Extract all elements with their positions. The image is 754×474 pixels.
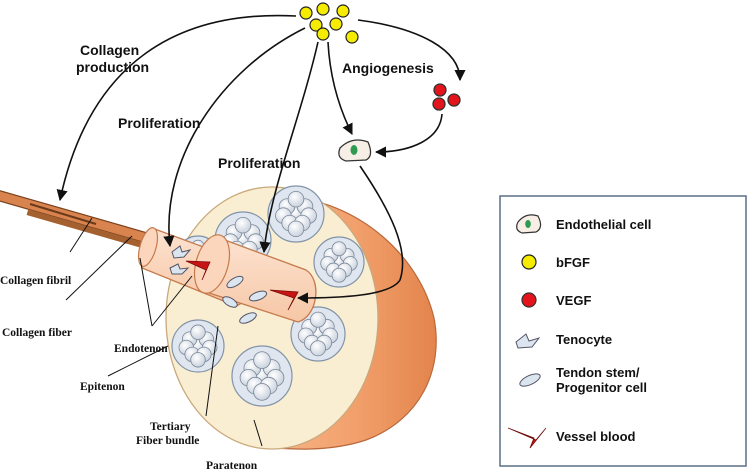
label-epitenon: Epitenon — [80, 381, 125, 393]
legend-tenocyte: Tenocyte — [556, 332, 612, 347]
legend-endothelial-cell: Endothelial cell — [556, 217, 651, 232]
collagen-fibril-core — [26, 209, 154, 251]
legend-box — [499, 195, 747, 467]
arrow-to-endothelial — [327, 41, 353, 136]
fiber-circle — [253, 351, 271, 369]
legend-tendon-stem-line2: Progenitor cell — [556, 380, 647, 395]
vegf-cluster — [432, 83, 461, 111]
arrow-proliferation-2 — [259, 41, 319, 254]
fiber-circle — [310, 340, 326, 357]
endothelial-cell — [338, 139, 372, 162]
arrow-collagen-production — [56, 14, 297, 202]
legend-tendon-stem-line1: Tendon stem/ — [556, 365, 640, 380]
label-collagen-production-line1: Collagen — [80, 42, 139, 58]
fiber-circle — [331, 267, 347, 283]
endotenon-tube — [137, 227, 317, 324]
arrows — [56, 14, 466, 304]
tenocyte-icon — [515, 333, 541, 349]
arrow-angiogenesis — [357, 19, 466, 82]
fiber-circle — [234, 216, 252, 234]
bfgf-icon — [521, 254, 537, 270]
legend-bfgf: bFGF — [556, 255, 590, 270]
arrow-vegf-endothelial — [374, 113, 443, 158]
leader-lines — [65, 217, 263, 447]
label-angiogenesis: Angiogenesis — [342, 60, 434, 76]
fiber-circle — [190, 352, 206, 368]
vessel-blood-icon — [507, 427, 547, 449]
fiber-circle — [287, 190, 305, 208]
bfgf-cluster — [299, 2, 359, 44]
arrow-proliferation-1 — [163, 27, 306, 248]
tendon-cross-section — [165, 185, 379, 450]
vessel-shape — [185, 260, 211, 281]
stem-cell-shape — [248, 290, 268, 302]
label-paratenon: Paratenon — [206, 460, 258, 472]
label-collagen-fibril: Collagen fibril — [0, 275, 71, 287]
legend-vegf: VEGF — [556, 293, 591, 308]
fiber-circle — [287, 220, 305, 238]
stem-cell-shape — [239, 312, 257, 324]
tenocyte-shape — [169, 263, 190, 275]
stem-cell-shape — [222, 296, 238, 308]
fiber-circle — [310, 311, 326, 328]
arrow-endothelial-vessel — [296, 165, 404, 304]
label-proliferation-2: Proliferation — [218, 155, 300, 171]
stem-cell-shape — [226, 275, 244, 289]
label-collagen-fiber: Collagen fiber — [2, 327, 72, 339]
label-proliferation-1: Proliferation — [118, 115, 200, 131]
legend-vessel-blood: Vessel blood — [556, 429, 636, 444]
vessel-shape — [269, 289, 299, 311]
fiber-circle — [190, 324, 206, 340]
vegf-icon — [521, 292, 537, 308]
legend: Endothelial cell bFGF VEGF Tenocyte Tend… — [499, 195, 747, 467]
label-tertiary-line2: Fiber bundle — [136, 435, 199, 447]
fiber-circle — [331, 241, 347, 257]
stem-cell-icon — [519, 373, 541, 387]
fiber-circle — [253, 383, 271, 401]
label-endotenon: Endotenon — [114, 343, 168, 355]
label-tertiary-line1: Tertiary — [150, 421, 191, 433]
tenocyte-shape — [171, 245, 192, 259]
label-collagen-production-line2: production — [76, 59, 149, 75]
